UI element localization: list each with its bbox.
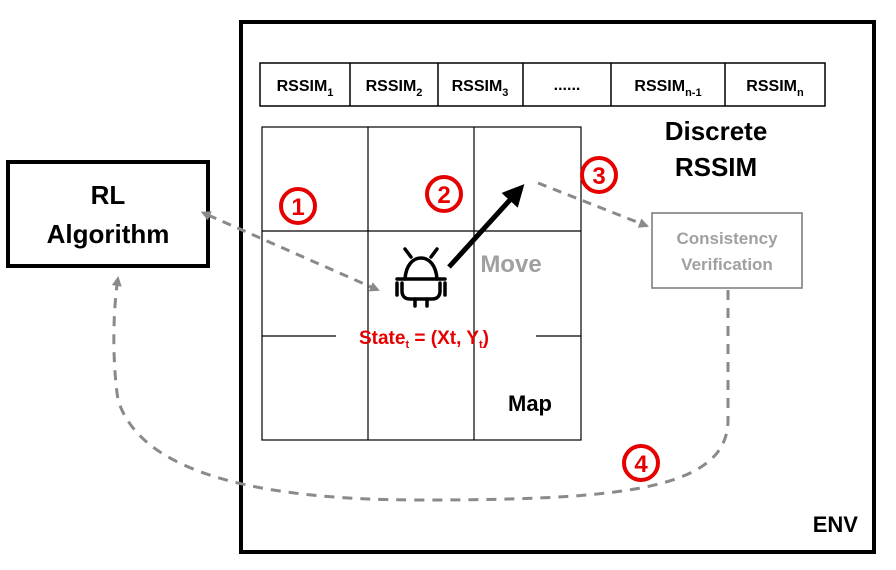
consistency-line1: Consistency [676, 229, 778, 248]
consistency-verification-box [651, 212, 803, 289]
rl-algorithm-box [6, 160, 210, 268]
consistency-line2: Verification [681, 255, 773, 274]
svg-text:2: 2 [437, 182, 450, 209]
discrete-rssim-line1: Discrete [665, 116, 768, 146]
step-2-marker: 2 [425, 175, 463, 213]
discrete-rssim-line2: RSSIM [675, 152, 757, 182]
svg-text:4: 4 [634, 451, 648, 478]
step3-arrow [537, 181, 649, 228]
svg-text:1: 1 [291, 194, 304, 221]
step-3-marker: 3 [580, 156, 618, 194]
rl-label-line2: Algorithm [47, 219, 170, 249]
rssim-cell-2: RSSIM2 [366, 78, 423, 99]
step1-arrow [200, 211, 380, 292]
rssim-cell-1: RSSIM1 [277, 78, 334, 99]
env-label: ENV [813, 512, 859, 537]
rssim-cell-n-minus-1: RSSIMn-1 [634, 78, 701, 99]
rssim-cell-n: RSSIMn [746, 78, 804, 99]
step-4-marker: 4 [622, 444, 660, 482]
rssim-strip: RSSIM1 RSSIM2 RSSIM3 ...... RSSIMn-1 RSS… [259, 62, 826, 107]
step-1-marker: 1 [279, 187, 317, 225]
robot-icon [395, 247, 447, 308]
rssim-cell-ellipsis: ...... [554, 77, 581, 94]
rl-label-line1: RL [91, 180, 126, 210]
rssim-cell-3: RSSIM3 [452, 78, 509, 99]
state-label: Statet = (Xt, Yt) [359, 328, 489, 351]
svg-text:3: 3 [592, 163, 605, 190]
move-label: Move [480, 251, 541, 278]
map-label: Map [508, 391, 552, 416]
move-arrow [447, 184, 525, 269]
